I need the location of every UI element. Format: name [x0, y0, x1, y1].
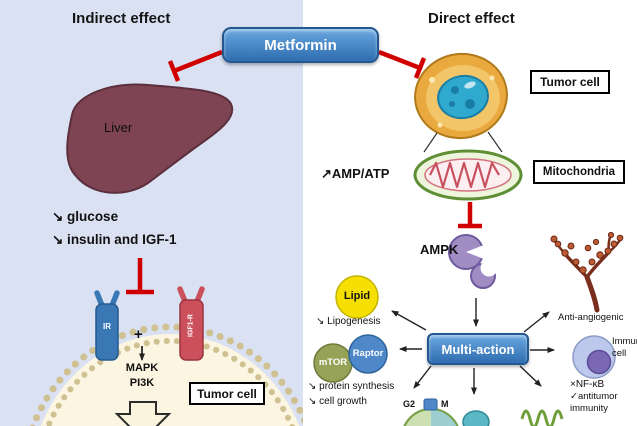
indirect-effect-heading: Indirect effect [72, 10, 171, 27]
insulin-to-receptors-inhibitor [126, 258, 154, 295]
metformin-to-tumorcell-inhibitor [378, 49, 427, 79]
amp-atp-increase-label: ↗AMP/ATP [321, 166, 390, 181]
protein-synthesis-decrease-label: ↘ protein synthesis [308, 381, 395, 392]
pi3k-label: PI3K [129, 377, 155, 389]
raptor-circle-icon [348, 334, 388, 374]
zoom-lines [423, 131, 503, 153]
inhibition-lines [126, 49, 482, 295]
mitochondria-icon [413, 149, 523, 201]
cell-cycle-icon [403, 398, 459, 426]
nucleus-icon [437, 74, 489, 120]
mitochondria-box: Mitochondria [533, 160, 625, 184]
ampk-label: AMPK [420, 242, 459, 257]
ir-receptor-icon [94, 290, 120, 361]
ir-receptor-label: IR [103, 322, 111, 331]
outcome-arrow-icon [114, 401, 172, 426]
lipid-label: Lipid [343, 290, 371, 302]
cycle-g2-label: G2 [403, 399, 416, 409]
cell-growth-decrease-label: ↘ cell growth [308, 396, 367, 407]
lipid-circle-icon [335, 275, 379, 319]
insulin-igf1-decrease-label: ↘ insulin and IGF-1 [52, 232, 177, 247]
ampk-protein-icon [448, 234, 498, 289]
lipogenesis-decrease-label: ↘ Lipogenesis [316, 316, 381, 327]
glucose-decrease-label: ↘ glucose [52, 209, 119, 224]
antitumor-immunity-label: ✓antitumor immunity [570, 391, 618, 414]
tumor-cell-cytoplasm-left [40, 334, 300, 426]
mitochondria-to-ampk-inhibitor [458, 202, 482, 229]
partial-cell-icon [462, 410, 490, 426]
nfkb-inhibited-label: ×NF-κB [570, 379, 605, 390]
raptor-label: Raptor [352, 348, 384, 359]
multi-action-arrows [391, 298, 555, 395]
protein-coil-icon [520, 409, 564, 426]
mapk-label: MAPK [125, 362, 159, 374]
plus-sign: + [134, 326, 143, 343]
immune-cell-icon [572, 335, 616, 379]
mtor-label: mTOR [318, 357, 348, 368]
metformin-box: Metformin [222, 27, 379, 63]
igf1r-receptor-icon [177, 286, 205, 361]
anti-angiogenic-label: Anti-angiogenic [558, 312, 624, 323]
direct-effect-heading: Direct effect [428, 10, 515, 27]
tumor-cell-box-left: Tumor cell [189, 382, 265, 405]
left-panel-art [29, 83, 303, 426]
liver-icon [66, 83, 234, 194]
igf1r-receptor-label: IGF1-R [187, 314, 195, 337]
immune-cell-label: Immune cell [612, 336, 637, 359]
liver-label: Liver [104, 120, 133, 135]
multi-action-box: Multi-action [427, 333, 529, 365]
tumor-cell-icon [414, 52, 508, 140]
blood-vessel-icon [550, 231, 624, 313]
tumor-cell-box-right: Tumor cell [530, 70, 610, 94]
cycle-m-label: M [441, 399, 449, 409]
metformin-to-liver-inhibitor [167, 49, 223, 82]
